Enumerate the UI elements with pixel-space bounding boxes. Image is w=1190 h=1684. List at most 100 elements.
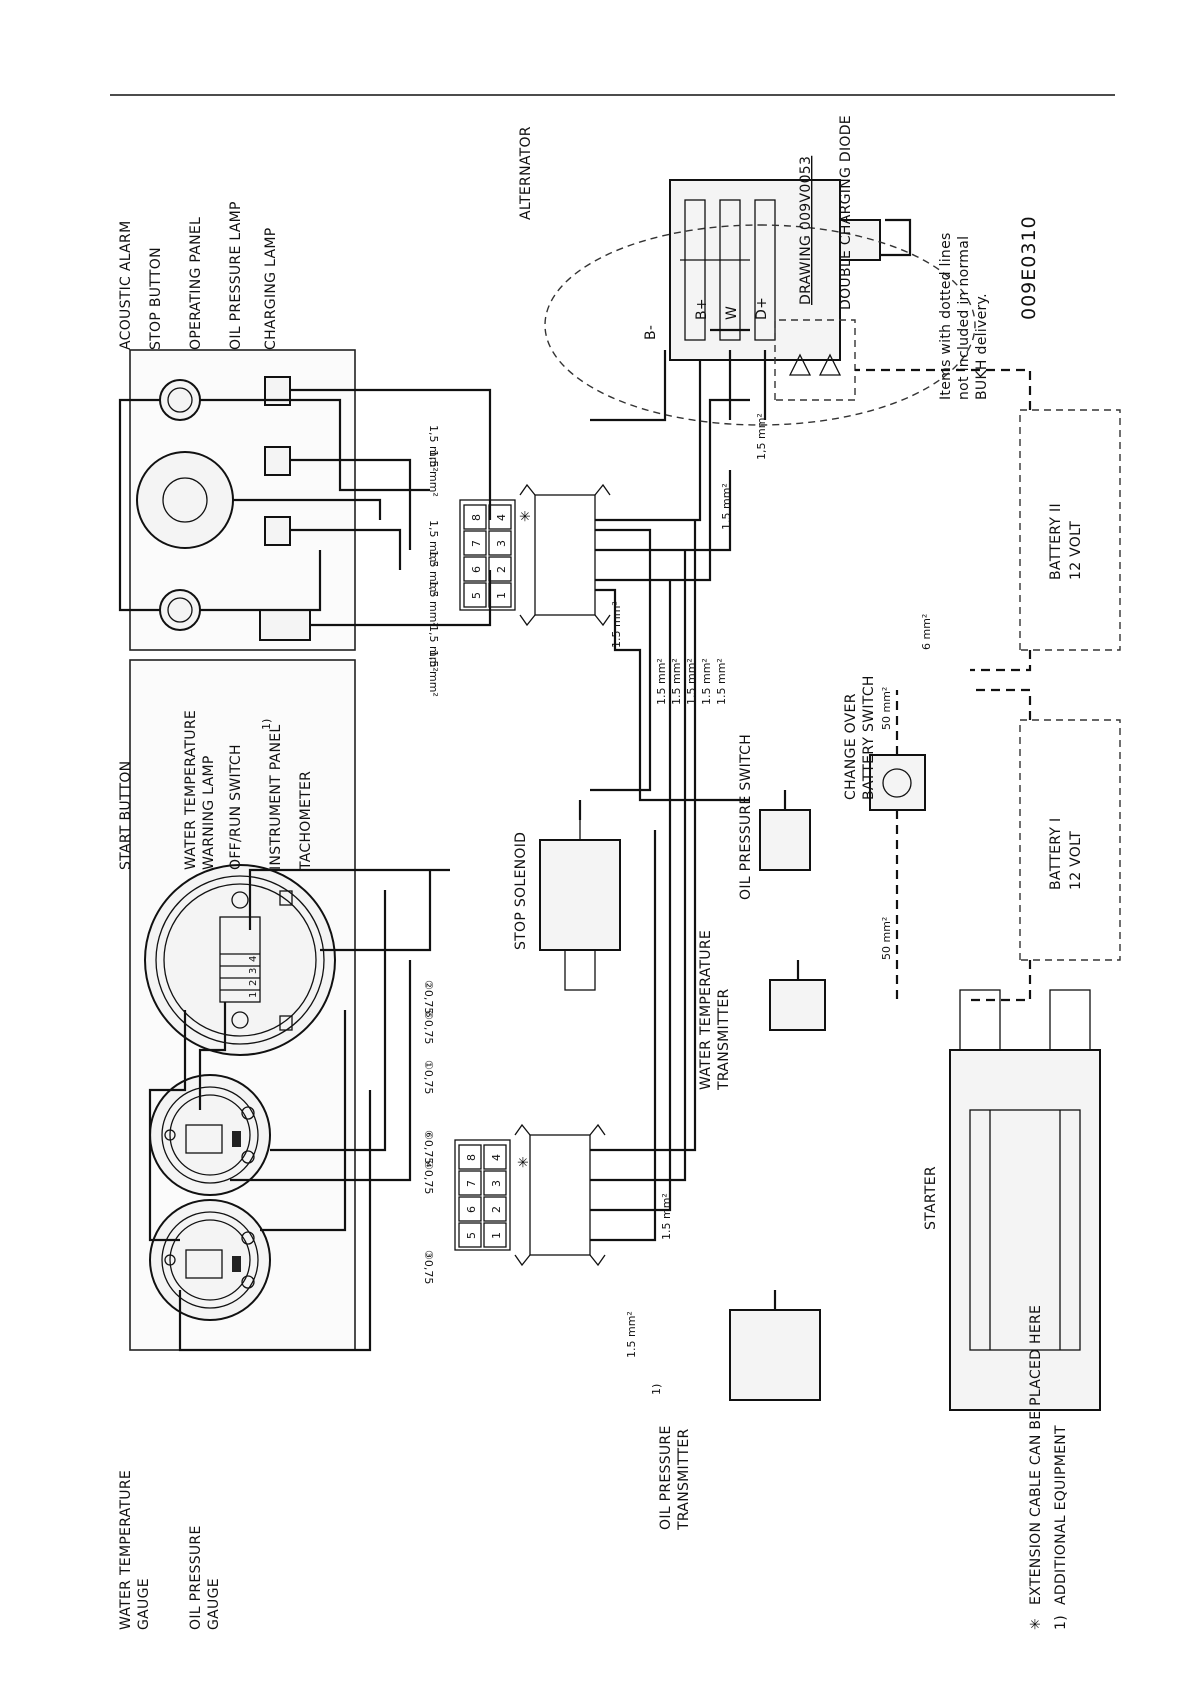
instrument-plug-connector <box>529 1134 591 1256</box>
plug-terminal-number: 6 <box>465 1206 478 1213</box>
plug-terminal-cell <box>458 1144 482 1170</box>
svg-text:TRANSMITTER: TRANSMITTER <box>676 1428 692 1531</box>
change-over-switch-label: CHANGE OVER BATTERY SWITCH <box>843 675 877 800</box>
svg-text:BATTERY II: BATTERY II <box>1048 503 1064 580</box>
svg-text:✳: ✳ <box>1028 1618 1044 1630</box>
wire-size-label: 1.5 mm² <box>685 658 698 705</box>
plug-terminal-cell <box>463 504 487 530</box>
plug-terminal-cell <box>488 556 512 582</box>
wire-tag: ④0,75 <box>422 1160 435 1194</box>
double-charging-diode <box>774 319 856 401</box>
plug-terminal-cell <box>463 582 487 608</box>
plug-terminal-cell <box>458 1222 482 1248</box>
wire-tag: ②0,75 <box>422 980 435 1014</box>
svg-text:CHANGE OVER: CHANGE OVER <box>843 693 859 800</box>
plug-terminal-cell <box>488 582 512 608</box>
svg-text:⑤0,75: ⑤0,75 <box>422 1010 435 1044</box>
tachometer-label: TACHOMETER <box>298 771 314 871</box>
oil-pressure-switch <box>759 809 811 871</box>
plug-terminal-cell <box>463 556 487 582</box>
stop-button <box>159 379 201 421</box>
svg-text:ADDITIONAL EQUIPMENT: ADDITIONAL EQUIPMENT <box>1053 1425 1069 1605</box>
oil-pressure-gauge <box>149 1074 271 1196</box>
plug-terminal-number: 3 <box>490 1180 503 1187</box>
wire-size-label: 1.5 mm² <box>670 658 683 705</box>
battery-2 <box>1019 409 1121 651</box>
plug-terminal-cell <box>483 1144 507 1170</box>
wire-size-label: 1,5 mm² <box>427 580 440 627</box>
svg-text:1,5 mm²: 1,5 mm² <box>427 520 440 567</box>
plug-terminal-cell <box>483 1222 507 1248</box>
svg-text:OIL PRESSURE: OIL PRESSURE <box>658 1425 674 1530</box>
extension-cable-marker-upper: ✳ <box>518 510 534 522</box>
svg-text:1,5 mm²: 1,5 mm² <box>427 625 440 672</box>
alternator-terminal-d-plus: D+ <box>754 297 770 320</box>
wire-size-label: 1,5 mm² <box>427 650 440 697</box>
svg-text:1.5 mm²: 1.5 mm² <box>685 658 698 705</box>
svg-text:1.5 mm²: 1.5 mm² <box>655 658 668 705</box>
wire-size-label: 1.5 mm² <box>700 658 713 705</box>
change-over-battery-switch <box>869 754 926 811</box>
svg-text:INSTRUMENT PANEL: INSTRUMENT PANEL <box>268 725 284 870</box>
tachometer <box>144 864 336 1056</box>
svg-text:1.5 mm²: 1.5 mm² <box>720 483 733 530</box>
svg-text:④0,75: ④0,75 <box>422 1160 435 1194</box>
plug-terminal-number: 5 <box>470 592 483 599</box>
svg-text:4: 4 <box>248 956 259 962</box>
svg-text:BATTERY SWITCH: BATTERY SWITCH <box>861 675 877 800</box>
stop-solenoid <box>539 839 621 951</box>
svg-text:1): 1) <box>260 719 273 730</box>
svg-text:WARNING LAMP: WARNING LAMP <box>201 755 217 870</box>
svg-text:GAUGE: GAUGE <box>136 1578 152 1630</box>
plug-terminal-cell <box>463 530 487 556</box>
wire-size-label: 1.5 mm² <box>720 483 733 530</box>
svg-text:⑥0,75: ⑥0,75 <box>422 1130 435 1164</box>
alternator-terminal-w: W <box>724 306 740 320</box>
svg-text:12 VOLT: 12 VOLT <box>1068 521 1084 580</box>
battery-1-label: BATTERY I 12 VOLT <box>1048 818 1084 890</box>
plug-terminal-number: 1 <box>495 592 508 599</box>
svg-text:1,5 mm²: 1,5 mm² <box>427 650 440 697</box>
plug-terminal-number: 6 <box>470 566 483 573</box>
operating-panel-label: OPERATING PANEL <box>188 217 204 350</box>
wire-size-label: 1,5 mm² <box>427 520 440 567</box>
svg-text:1.5 mm²: 1.5 mm² <box>610 601 623 648</box>
svg-text:1,5 mm²: 1,5 mm² <box>427 425 440 472</box>
wire-size-label: 1,5 mm² <box>427 450 440 497</box>
plug-terminal-cell <box>458 1170 482 1196</box>
svg-text:③0,75: ③0,75 <box>422 1250 435 1284</box>
wire-size-label: 1,5 mm² <box>427 425 440 472</box>
acoustic-alarm-label: ACOUSTIC ALARM <box>118 221 134 350</box>
start-button <box>159 589 201 631</box>
oil-pressure-transmitter <box>729 1309 821 1401</box>
svg-text:3: 3 <box>248 968 259 974</box>
off-run-switch <box>259 609 311 641</box>
wire-tag: ⑤0,75 <box>422 1010 435 1044</box>
stop-solenoid-label: STOP SOLENOID <box>513 832 529 950</box>
svg-text:WATER TEMPERATURE: WATER TEMPERATURE <box>698 930 714 1090</box>
water-temperature-gauge-label: WATER TEMPERATURE GAUGE <box>118 1470 152 1630</box>
svg-text:1): 1) <box>650 1384 663 1395</box>
wire-size-label: 6 mm² <box>920 614 933 650</box>
svg-text:BUKH delivery.: BUKH delivery. <box>974 293 990 400</box>
wire-size-label: 1.5 mm² <box>610 601 623 648</box>
plug-terminal-number: 4 <box>490 1154 503 1161</box>
alternator-label: ALTERNATOR <box>518 126 534 220</box>
svg-text:1,5 mm²: 1,5 mm² <box>427 580 440 627</box>
double-charging-diode-label: DOUBLE CHARGING DIODE <box>838 115 854 310</box>
wire-size-label: 50 mm² <box>880 687 893 730</box>
water-temperature-transmitter <box>769 979 826 1031</box>
svg-text:EXTENSION CABLE CAN BE PLACED: EXTENSION CABLE CAN BE PLACED HERE <box>1028 1305 1044 1605</box>
plug-terminal-cell <box>483 1196 507 1222</box>
wire-size-label: 1,5 mm² <box>427 550 440 597</box>
svg-text:2: 2 <box>248 980 259 986</box>
svg-text:1,5 mm²: 1,5 mm² <box>427 450 440 497</box>
charging-circuit-boundary <box>544 224 976 426</box>
wire-size-label: 1.5 mm² <box>655 658 668 705</box>
wire-size-label: 1,5 mm² <box>755 413 768 460</box>
svg-text:BATTERY I: BATTERY I <box>1048 818 1064 890</box>
